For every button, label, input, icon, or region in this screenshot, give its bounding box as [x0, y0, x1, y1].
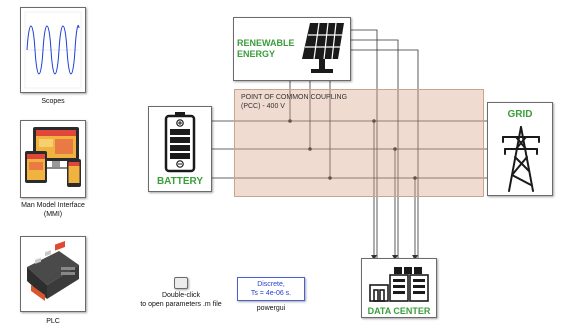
grid-block[interactable]: GRID [487, 102, 553, 196]
renewable-label-line2: ENERGY [237, 49, 276, 59]
renewable-label-line1: RENEWABLE [237, 38, 295, 48]
pcc-region: POINT OF COMMON COUPLING (PCC) - 400 V [234, 89, 484, 197]
solar-panel-icon [302, 22, 344, 73]
battery-icon [164, 112, 196, 173]
parameters-caption: Double-click to open parameters .m file [128, 291, 234, 309]
mmi-label-line2: (MMI) [43, 211, 63, 218]
powergui-line1: Discrete, [257, 281, 285, 288]
powergui-label: powergui [256, 305, 286, 312]
scopes-label: Scopes [41, 98, 65, 105]
renewable-label: RENEWABLE ENERGY [237, 38, 295, 60]
powergui-line2: Ts = 4e-06 s. [250, 290, 292, 297]
pcc-title-line2: (PCC) - 400 V [241, 103, 285, 110]
mmi-label: Man Model Interface (MMI) [8, 201, 98, 219]
battery-block[interactable]: BATTERY [148, 106, 212, 192]
dc-wire-1 [351, 29, 378, 258]
dc-wire-2 [351, 39, 399, 258]
parameters-caption-line1: Double-click [161, 292, 201, 299]
data-center-block[interactable]: DATA CENTER [361, 258, 437, 318]
devices-icon [25, 127, 81, 187]
powergui-block[interactable]: Discrete, Ts = 4e-06 s. [237, 277, 305, 301]
pcc-title-line1: POINT OF COMMON COUPLING [241, 94, 348, 101]
renewable-energy-block[interactable]: RENEWABLE ENERGY [233, 17, 351, 81]
transmission-tower-icon [502, 126, 540, 192]
mmi-label-line1: Man Model Interface [21, 202, 85, 209]
sine-wave-icon [24, 11, 82, 89]
parameters-button[interactable] [174, 277, 188, 289]
dc-wire-3 [351, 49, 419, 258]
grid-label: GRID [507, 109, 533, 120]
pcc-title: POINT OF COMMON COUPLING (PCC) - 400 V [241, 93, 347, 111]
plc-label: PLC [46, 318, 60, 325]
battery-label: BATTERY [156, 176, 204, 187]
scopes-block[interactable] [20, 7, 86, 93]
mmi-block[interactable] [20, 120, 86, 198]
parameters-caption-line2: to open parameters .m file [140, 301, 222, 308]
data-center-label: DATA CENTER [367, 306, 431, 316]
powergui-params: Discrete, Ts = 4e-06 s. [238, 280, 304, 298]
plc-block[interactable] [20, 236, 86, 312]
server-building-icon [369, 267, 429, 302]
plc-device-icon [27, 240, 79, 301]
